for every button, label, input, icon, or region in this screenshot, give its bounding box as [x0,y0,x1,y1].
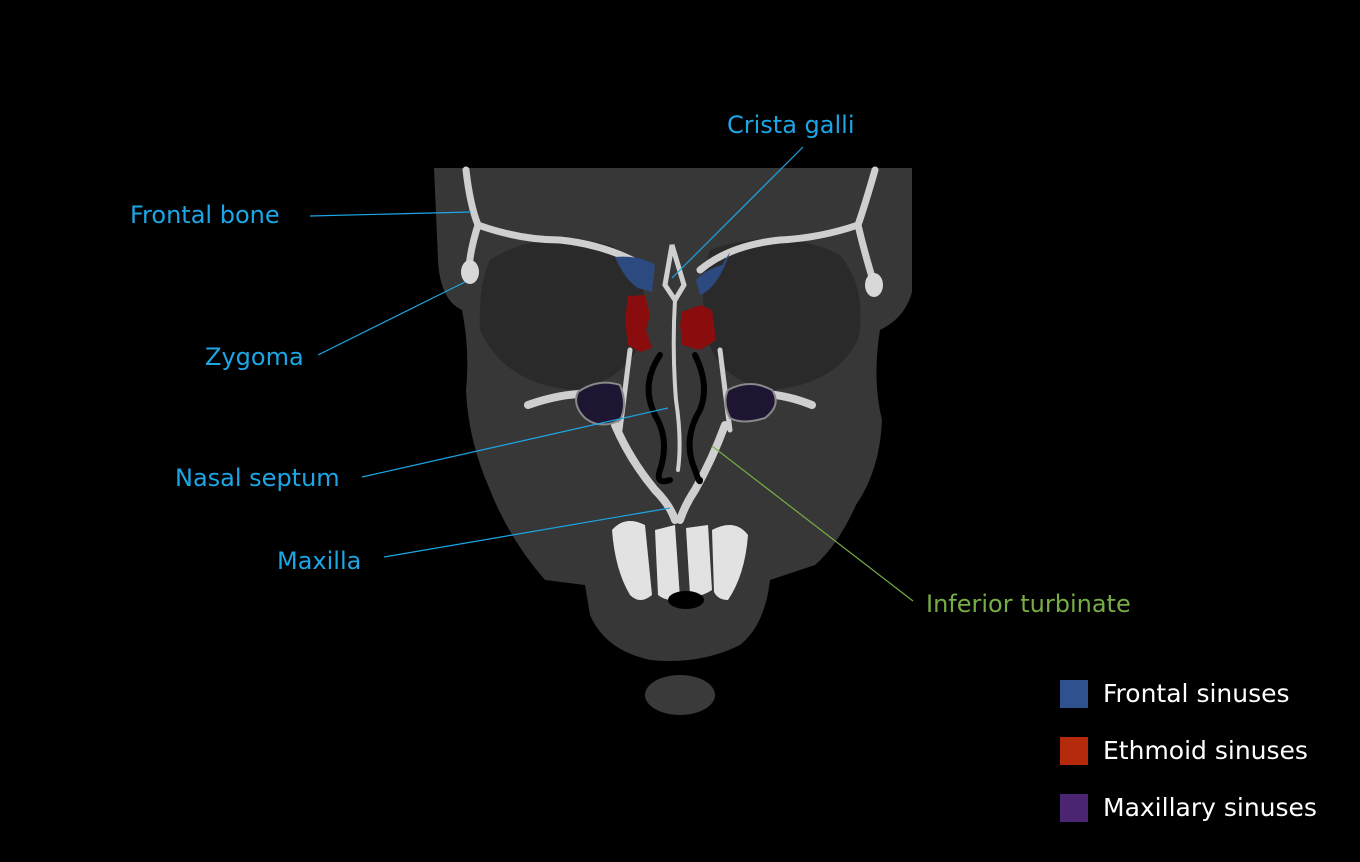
legend-swatch-maxillary [1060,793,1088,822]
label-nasal-septum: Nasal septum [175,464,340,492]
oral-cavity [668,591,704,609]
label-frontal-bone: Frontal bone [130,201,280,229]
left-orbit [703,238,861,390]
legend-swatch-frontal [1060,679,1088,708]
left-zygoma [865,273,883,297]
leader-crista-galli [671,146,804,279]
maxillary-sinus-left [724,383,777,423]
label-crista-galli: Crista galli [727,111,855,139]
teeth [612,521,748,600]
leader-zygoma [317,281,466,356]
frontal-sinus-right [615,256,655,292]
leader-frontal-bone [309,211,472,217]
legend-label: Ethmoid sinuses [1103,736,1308,765]
lower-lip-blob [645,675,715,715]
ethmoid-sinus-left [680,305,716,350]
label-zygoma: Zygoma [205,343,304,371]
leader-nasal-septum [361,407,669,478]
nasal-airway [645,352,707,485]
frontal-sinus-left [696,252,730,295]
legend-item-frontal: Frontal sinuses [1060,679,1290,708]
legend-item-ethmoid: Ethmoid sinuses [1060,736,1308,765]
leader-lines [309,146,914,602]
legend-item-maxillary: Maxillary sinuses [1060,793,1317,822]
right-orbit [479,239,646,390]
legend-label: Frontal sinuses [1103,679,1290,708]
label-inferior-turbinate: Inferior turbinate [926,590,1131,618]
label-maxilla: Maxilla [277,547,362,575]
ethmoid-sinus-right [625,295,652,352]
legend-label: Maxillary sinuses [1103,793,1317,822]
right-zygoma [461,260,479,284]
legend-swatch-ethmoid [1060,736,1088,765]
leader-maxilla [383,507,671,558]
maxillary-sinus-right [575,381,625,426]
leader-inferior-turbinate [711,445,914,602]
